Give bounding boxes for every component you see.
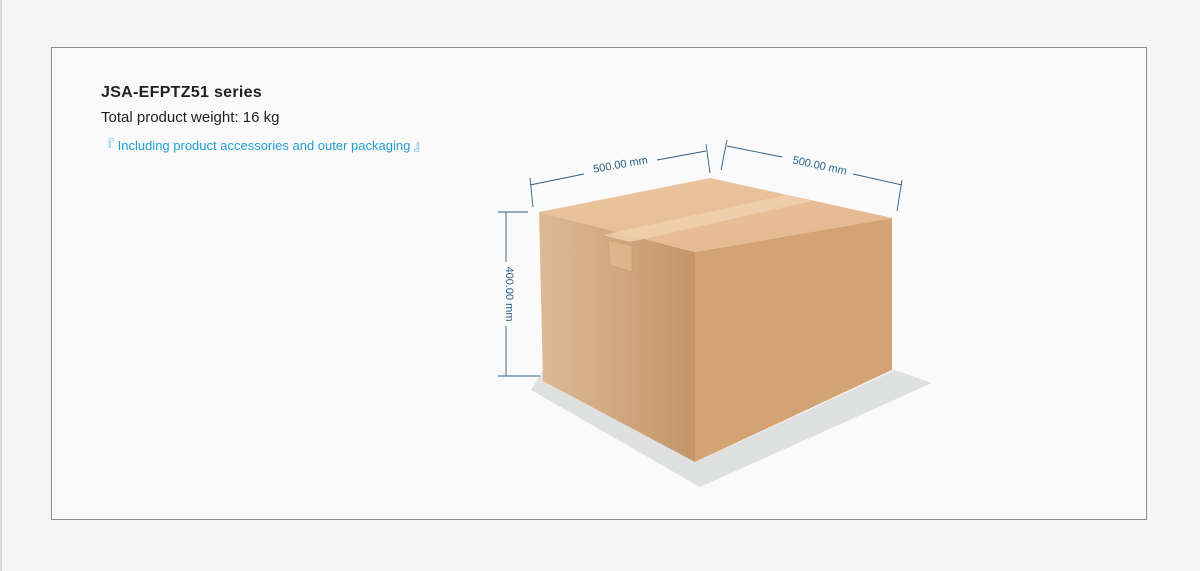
box-right-face (695, 218, 892, 462)
tape-strip (603, 195, 812, 242)
length-label: 500.00 mm (592, 154, 648, 175)
width-dimension (720, 139, 903, 212)
packaging-note: 『 Including product accessories and oute… (101, 138, 427, 153)
length-dimension (529, 143, 711, 208)
height-label: 400.00 mm (503, 266, 515, 321)
width-label: 500.00 mm (791, 154, 847, 177)
tape-flap (607, 239, 633, 273)
total-weight: Total product weight: 16 kg (101, 109, 280, 126)
box-left-face (539, 212, 695, 462)
box-shadow (531, 370, 932, 487)
left-border (0, 0, 2, 571)
height-dimension (498, 211, 540, 377)
series-title: JSA-EFPTZ51 series (101, 84, 263, 101)
